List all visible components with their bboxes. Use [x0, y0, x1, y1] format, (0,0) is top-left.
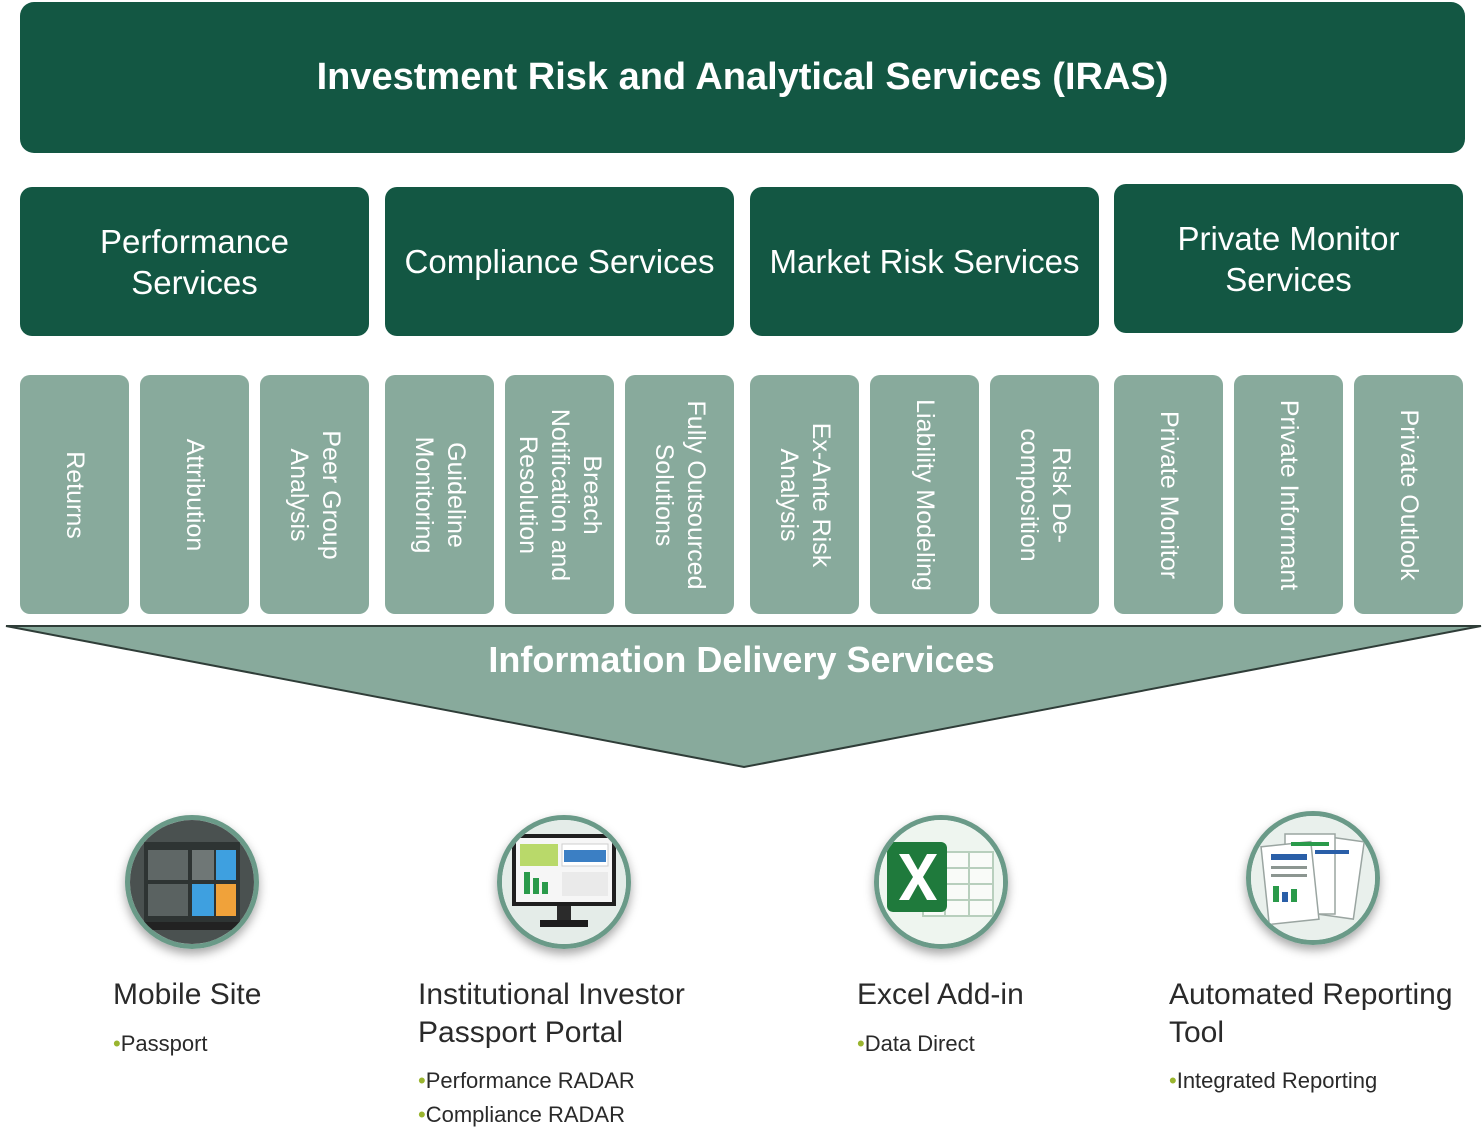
service-label: Private Monitor Services: [1177, 219, 1400, 298]
bullet-text: Integrated Reporting: [1176, 1068, 1378, 1093]
sub-label: Attribution: [180, 438, 209, 551]
sub-label: Peer Group Analysis: [284, 429, 345, 560]
bullet-dot-icon: •: [1169, 1068, 1177, 1093]
excel-icon: [874, 815, 1008, 949]
sub-label: Ex-Ante Risk Analysis: [774, 422, 835, 567]
sub-attribution: Attribution: [140, 375, 249, 614]
sub-breach-notification: Breach Notification and Resolution: [505, 375, 614, 614]
bullet-item: •Compliance RADAR: [418, 1098, 635, 1132]
bullet-dot-icon: •: [857, 1031, 865, 1056]
bullet-item: •Data Direct: [857, 1027, 975, 1061]
bullet-text: Data Direct: [864, 1031, 975, 1056]
monitor-portal-icon: [497, 815, 631, 949]
service-market-risk: Market Risk Services: [750, 187, 1099, 336]
bullet-list: •Passport: [113, 1027, 208, 1061]
banner-title: Investment Risk and Analytical Services …: [316, 56, 1169, 98]
service-private-monitor: Private Monitor Services: [1114, 184, 1463, 333]
bullet-dot-icon: •: [418, 1102, 426, 1127]
sub-guideline-monitoring: Guideline Monitoring: [385, 375, 494, 614]
channel-title-passport-portal: Institutional Investor Passport Portal: [418, 978, 685, 1049]
report-pages-icon: [1246, 811, 1380, 945]
bullet-list: •Integrated Reporting: [1169, 1064, 1377, 1098]
service-label: Performance Services: [100, 222, 289, 301]
bullet-list: •Data Direct: [857, 1027, 975, 1061]
bullet-text: Compliance RADAR: [425, 1102, 625, 1127]
bullet-text: Passport: [120, 1031, 208, 1056]
channel-title-automated-reporting: Automated Reporting Tool: [1169, 978, 1453, 1049]
sub-label: Private Monitor: [1154, 410, 1183, 579]
bullet-item: •Passport: [113, 1027, 208, 1061]
sub-risk-decomposition: Risk De- composition: [990, 375, 1099, 614]
sub-returns: Returns: [20, 375, 129, 614]
channel-title-mobile-site: Mobile Site: [113, 978, 262, 1011]
bullet-dot-icon: •: [418, 1068, 426, 1093]
iras-banner: Investment Risk and Analytical Services …: [20, 2, 1465, 153]
bullet-dot-icon: •: [113, 1031, 121, 1056]
sub-fully-outsourced: Fully Outsourced Solutions: [625, 375, 734, 614]
mobile-dashboard-icon: [125, 815, 259, 949]
sub-label: Private Outlook: [1394, 409, 1423, 580]
sub-label: Returns: [60, 450, 89, 539]
delivery-title: Information Delivery Services: [488, 639, 995, 680]
service-label: Compliance Services: [404, 243, 715, 280]
sub-label: Liability Modeling: [910, 398, 939, 591]
delivery-funnel-shape: [5, 625, 1482, 769]
channel-title-excel-add-in: Excel Add-in: [857, 978, 1024, 1011]
bullet-item: •Integrated Reporting: [1169, 1064, 1377, 1098]
sub-label: Private Informant: [1274, 399, 1303, 590]
sub-private-monitor: Private Monitor: [1114, 375, 1223, 614]
sub-private-outlook: Private Outlook: [1354, 375, 1463, 614]
service-compliance: Compliance Services: [385, 187, 734, 336]
service-label: Market Risk Services: [769, 243, 1080, 280]
sub-label: Fully Outsourced Solutions: [649, 400, 710, 589]
bullet-item: •Performance RADAR: [418, 1064, 635, 1098]
sub-peer-group-analysis: Peer Group Analysis: [260, 375, 369, 614]
sub-label: Guideline Monitoring: [409, 436, 470, 553]
sub-liability-modeling: Liability Modeling: [870, 375, 979, 614]
sub-label: Risk De- composition: [1014, 427, 1075, 562]
sub-ex-ante-risk: Ex-Ante Risk Analysis: [750, 375, 859, 614]
sub-private-informant: Private Informant: [1234, 375, 1343, 614]
service-performance: Performance Services: [20, 187, 369, 336]
bullet-list: •Performance RADAR •Compliance RADAR: [418, 1064, 635, 1132]
sub-label: Breach Notification and Resolution: [513, 408, 606, 581]
bullet-text: Performance RADAR: [425, 1068, 635, 1093]
